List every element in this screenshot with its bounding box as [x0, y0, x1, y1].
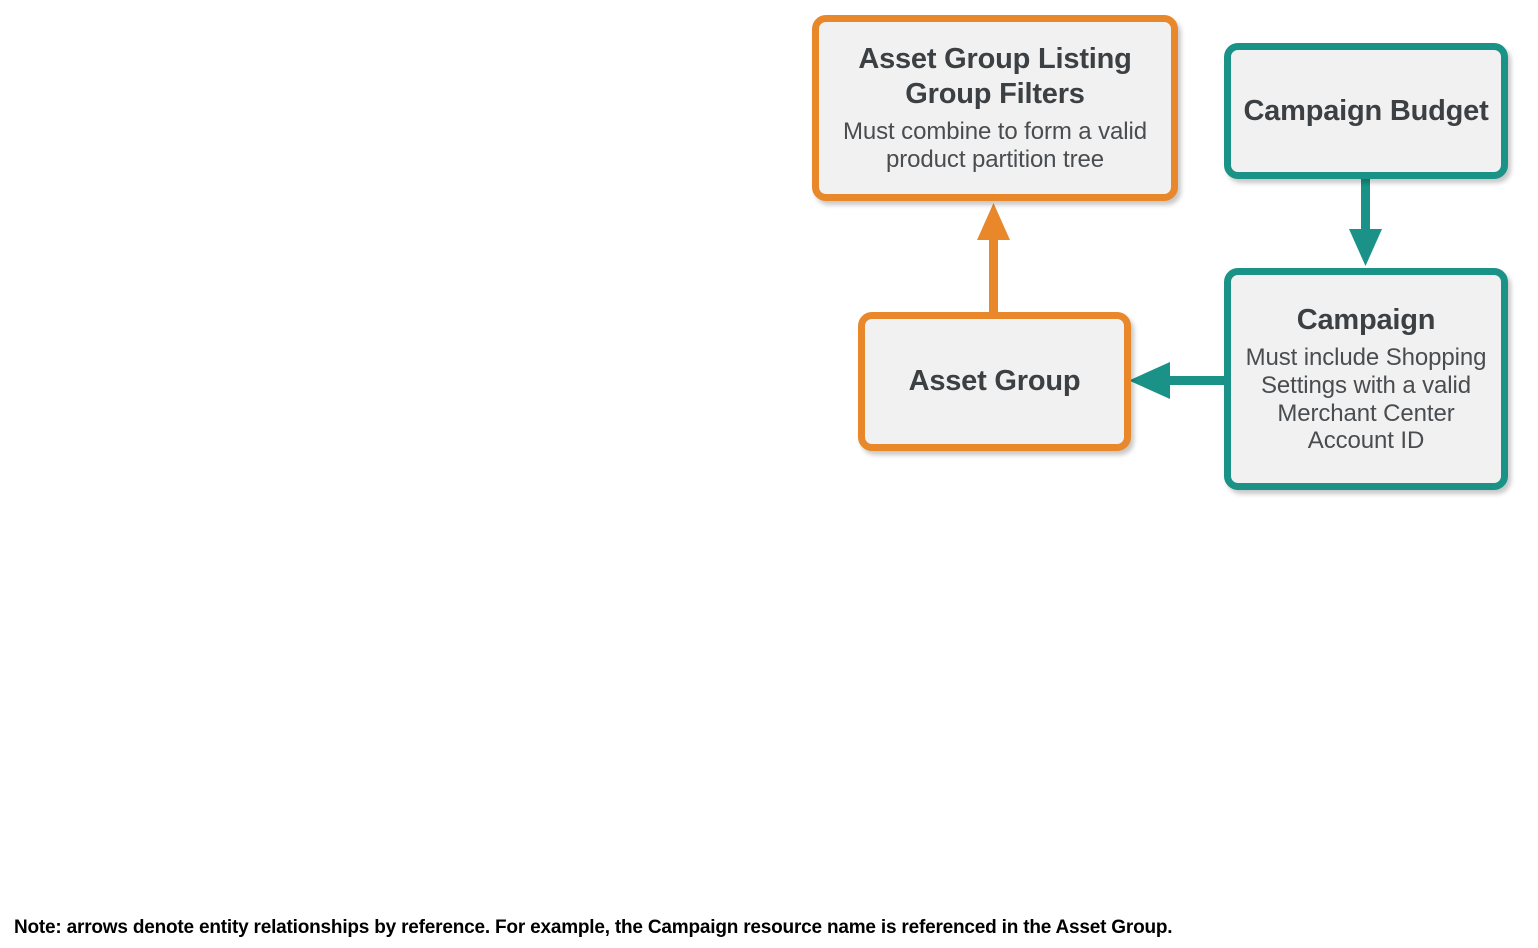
node-title: Asset Group: [908, 365, 1081, 398]
node-campaign[interactable]: Campaign Must include Shopping Settings …: [1224, 268, 1508, 490]
node-subtitle: Must combine to form a valid product par…: [843, 117, 1147, 173]
edge-campaign-to-asset-group: [1129, 362, 1230, 399]
node-asset-group-listing-group-filters[interactable]: Asset Group Listing Group Filters Must c…: [812, 15, 1178, 201]
node-title: Campaign Budget: [1243, 94, 1489, 127]
node-title: Campaign: [1296, 303, 1436, 336]
edge-campaign-budget-to-campaign: [1349, 172, 1382, 266]
edge-asset-group-to-listing-group-filters: [977, 203, 1010, 320]
node-subtitle: Must include Shopping Settings with a va…: [1245, 343, 1487, 455]
node-campaign-budget[interactable]: Campaign Budget: [1224, 43, 1508, 179]
node-title: Asset Group Listing Group Filters: [858, 43, 1132, 110]
node-asset-group[interactable]: Asset Group: [858, 312, 1131, 451]
diagram-footnote: Note: arrows denote entity relationships…: [14, 917, 1173, 938]
